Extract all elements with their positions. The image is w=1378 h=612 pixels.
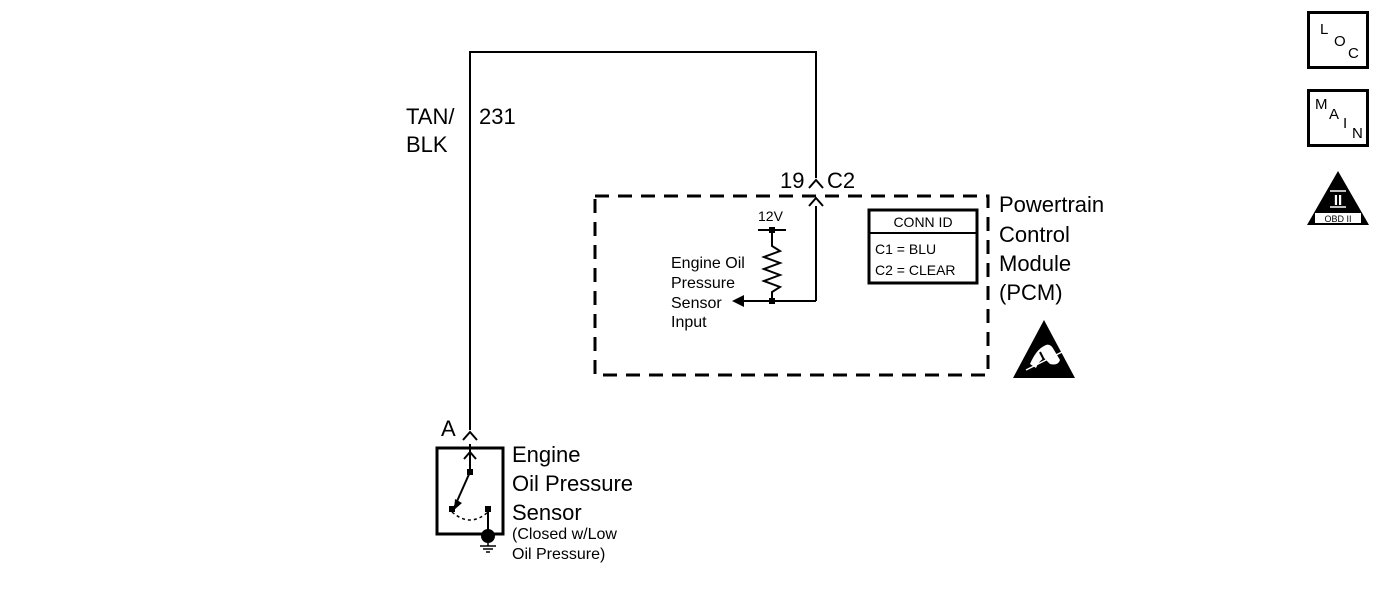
circuit-number: 231	[479, 104, 516, 129]
pcm-boundary	[593, 194, 990, 377]
pcm-label-line-1: Powertrain	[999, 192, 1104, 217]
switch-dashed-link	[451, 511, 489, 521]
loc-letter-c: C	[1348, 45, 1359, 62]
ground-icon	[480, 543, 496, 553]
obd-text: OBD II	[1324, 214, 1351, 224]
conn-id-title: CONN ID	[893, 214, 952, 230]
sensor-label-line-3: Sensor	[512, 500, 582, 525]
connector-c2-female	[808, 178, 824, 189]
voltage-label: 12V	[758, 208, 784, 224]
sensor-note-line-1: (Closed w/Low	[512, 526, 617, 543]
connector-c2-male	[808, 196, 824, 207]
ground-node	[481, 529, 495, 543]
conn-id-c2: C2 = CLEAR	[875, 262, 956, 278]
esd-warning-icon	[1013, 320, 1075, 378]
wire-color-label-2: BLK	[406, 132, 448, 157]
switch-left-node	[449, 506, 455, 512]
input-label-line-3: Sensor	[671, 295, 722, 312]
pcm-label-line-4: (PCM)	[999, 280, 1063, 305]
pcm-label-line-2: Control	[999, 222, 1070, 247]
input-label-line-1: Engine Oil	[671, 255, 745, 272]
pcm-label-line-3: Module	[999, 251, 1071, 276]
connector-pin-number: 19	[780, 168, 804, 193]
wire-color-label: TAN/	[406, 104, 455, 129]
signal-wire	[469, 51, 817, 430]
conn-id-c1: C1 = BLU	[875, 241, 936, 257]
main-letter-a: A	[1329, 106, 1340, 123]
loc-letter-l: L	[1320, 21, 1329, 38]
pull-up-resistor	[761, 230, 783, 301]
input-label-line-2: Pressure	[671, 275, 735, 292]
input-label-line-4: Input	[671, 314, 707, 331]
sensor-label-line-1: Engine	[512, 442, 581, 467]
sensor-arrow-head	[463, 450, 477, 460]
main-button[interactable]: M A I N	[1307, 89, 1369, 147]
main-letter-i: I	[1343, 115, 1348, 132]
resistor-node	[769, 298, 775, 304]
sensor-label-line-2: Oil Pressure	[512, 471, 633, 496]
obd-ii-icon: II OBD II	[1307, 171, 1369, 225]
obd-ii-button[interactable]: II OBD II	[1305, 169, 1371, 227]
sensor-pin-label: A	[441, 416, 456, 441]
conn-id-table: CONN ID C1 = BLU C2 = CLEAR	[867, 208, 979, 285]
main-letter-n: N	[1352, 125, 1363, 142]
connector-a-female	[462, 430, 478, 441]
loc-letter-o: O	[1334, 33, 1346, 50]
loc-button[interactable]: L O C	[1307, 11, 1369, 69]
obd-numeral: II	[1334, 192, 1342, 209]
connector-id: C2	[827, 168, 855, 193]
input-arrow-icon	[732, 295, 744, 307]
sensor-note-line-2: Oil Pressure)	[512, 546, 605, 563]
switch-blade-tip	[454, 499, 462, 510]
main-letter-m: M	[1315, 96, 1328, 113]
